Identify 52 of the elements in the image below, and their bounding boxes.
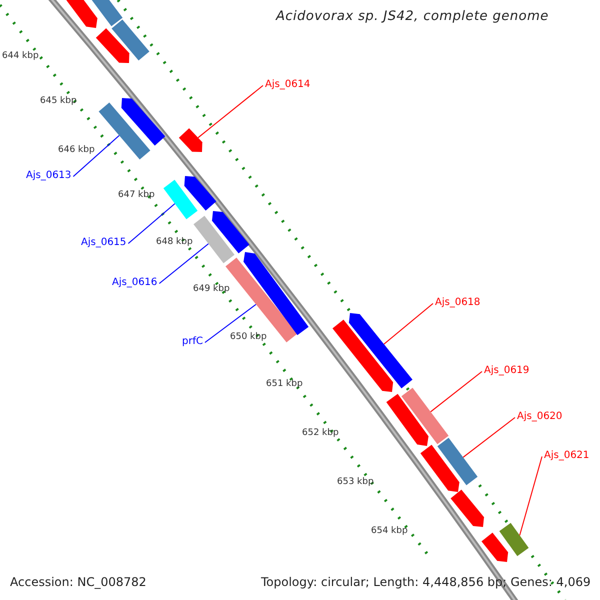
gene-label: Ajs_0619 — [484, 366, 530, 376]
gene-label: Ajs_0613 — [26, 171, 72, 181]
gene-label: Ajs_0618 — [435, 298, 480, 308]
leader-line — [204, 304, 257, 343]
leader-line — [519, 456, 542, 536]
gene-bar — [482, 532, 508, 562]
gene-bar — [90, 0, 123, 26]
gene-label: Ajs_0621 — [544, 451, 590, 461]
accession-text: Accession: NC_008782 — [10, 576, 146, 588]
gene-bar — [121, 98, 166, 146]
gene-bar — [194, 216, 234, 264]
scale-tick-label: 650 kbp — [230, 333, 267, 342]
leader-line — [430, 371, 482, 412]
gene-bar — [499, 522, 529, 556]
gene-bar — [437, 438, 478, 486]
gene-bar — [420, 444, 460, 492]
scale-tick-label: 645 kbp — [40, 97, 77, 106]
scale-tick-label: 653 kbp — [337, 478, 374, 487]
gene-bar — [66, 0, 98, 28]
map-title: Acidovorax sp. JS42, complete genome — [276, 10, 549, 23]
scale-tick-label: 652 kbp — [302, 429, 339, 438]
scale-tick-label: 651 kbp — [266, 380, 303, 389]
gene-bar — [178, 128, 202, 152]
leader-line — [158, 243, 209, 284]
gene-label: Ajs_0615 — [81, 238, 126, 248]
scale-tick-label: 646 kbp — [58, 146, 95, 155]
gene-bar — [112, 20, 150, 60]
scale-tick-label: 649 kbp — [193, 285, 230, 294]
gene-bar — [332, 320, 394, 392]
gene-label: Ajs_0614 — [265, 80, 310, 90]
gene-bar — [348, 313, 412, 388]
gene-bar — [450, 490, 484, 527]
gene-bar — [212, 211, 250, 254]
scale-tick-label: 654 kbp — [371, 527, 408, 536]
leader-line — [72, 135, 120, 177]
scale-tick-label: 644 kbp — [2, 52, 39, 61]
gene-label: Ajs_0620 — [517, 412, 562, 422]
gene-bar — [163, 180, 198, 220]
gene-bar — [96, 28, 130, 63]
leader-line — [128, 203, 176, 244]
leader-line — [198, 85, 264, 138]
gene-bar — [184, 176, 216, 211]
gene-bar — [386, 394, 428, 446]
gene-label: Ajs_0616 — [112, 278, 158, 288]
gene-label: prfC — [182, 337, 203, 347]
leader-line — [383, 303, 434, 345]
gene-bar — [401, 388, 449, 444]
gene-bar — [98, 102, 150, 160]
scale-tick-label: 647 kbp — [118, 191, 155, 200]
leader-line — [462, 417, 516, 458]
scale-tick-label: 648 kbp — [156, 238, 193, 247]
genome-info-text: Topology: circular; Length: 4,448,856 bp; Genes: 4,069 — [261, 576, 591, 588]
